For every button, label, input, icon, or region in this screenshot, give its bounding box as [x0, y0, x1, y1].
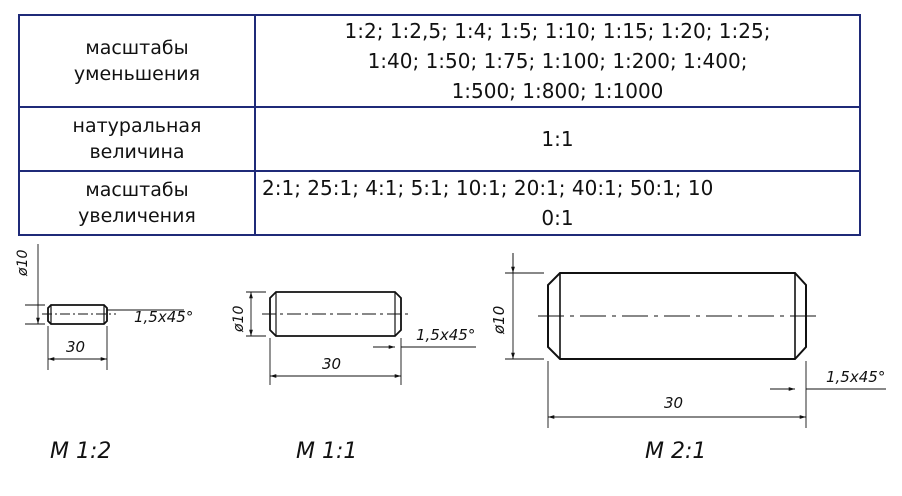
- table-row-natural: натуральная величина 1:1: [18, 106, 861, 172]
- enlargement-label-line-2: увеличения: [78, 205, 196, 227]
- chamfer-label-1-2: 1,5х45°: [134, 308, 193, 326]
- natural-label-cell: натуральная величина: [18, 106, 256, 172]
- enlargement-label-line-1: масштабы: [85, 179, 189, 201]
- pin-drawing-2-1: [505, 253, 886, 428]
- enlargement-label-cell: масштабы увеличения: [18, 170, 256, 236]
- length-label-1-2: 30: [66, 338, 85, 356]
- natural-label-line-1: натуральная: [72, 115, 202, 137]
- reduction-values-line-1: 1:2; 1:2,5; 1:4; 1:5; 1:10; 1:15; 1:20; …: [344, 19, 771, 43]
- natural-values-line-1: 1:1: [541, 127, 574, 151]
- pin-drawing-1-1: [246, 291, 476, 385]
- scale-label-1-2: М 1:2: [50, 439, 111, 464]
- table-row-enlargement: масштабы увеличения 2:1; 25:1; 4:1; 5:1;…: [18, 170, 861, 236]
- scale-table: масштабы уменьшения 1:2; 1:2,5; 1:4; 1:5…: [18, 14, 861, 236]
- chamfer-label-2-1: 1,5х45°: [826, 368, 885, 386]
- pin-drawing-1-2: [25, 244, 184, 370]
- table-row-reduction: масштабы уменьшения 1:2; 1:2,5; 1:4; 1:5…: [18, 14, 861, 108]
- scale-label-2-1: М 2:1: [645, 439, 706, 464]
- pin-outline-1-2: [47, 304, 108, 325]
- diameter-label-1-2: ø10: [15, 250, 31, 277]
- reduction-label-line-1: масштабы: [85, 37, 189, 59]
- length-label-2-1: 30: [664, 394, 683, 412]
- length-label-1-1: 30: [322, 355, 341, 373]
- enlargement-values-line-1: 2:1; 25:1; 4:1; 5:1; 10:1; 20:1; 40:1; 5…: [262, 176, 714, 200]
- enlargement-values-line-2: 0:1: [541, 206, 574, 230]
- reduction-values-line-2: 1:40; 1:50; 1:75; 1:100; 1:200; 1:400;: [367, 49, 748, 73]
- natural-label-line-2: величина: [89, 141, 185, 163]
- scale-label-1-1: М 1:1: [296, 439, 357, 464]
- chamfer-label-1-1: 1,5х45°: [416, 326, 475, 344]
- diameter-label-1-1: ø10: [231, 306, 247, 333]
- natural-values-cell: 1:1: [254, 106, 861, 172]
- reduction-values-line-3: 1:500; 1:800; 1:1000: [451, 79, 664, 103]
- diameter-label-2-1: ø10: [490, 306, 508, 335]
- enlargement-values-cell: 2:1; 25:1; 4:1; 5:1; 10:1; 20:1; 40:1; 5…: [254, 170, 861, 236]
- reduction-values-cell: 1:2; 1:2,5; 1:4; 1:5; 1:10; 1:15; 1:20; …: [254, 14, 861, 108]
- reduction-label-line-2: уменьшения: [73, 63, 201, 85]
- reduction-label-cell: масштабы уменьшения: [18, 14, 256, 108]
